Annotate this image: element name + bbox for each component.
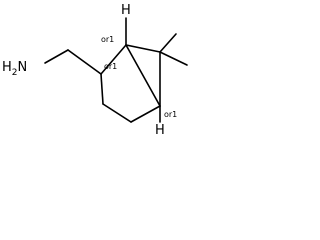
bond-nitrogen-methylene (44, 49, 69, 64)
bond-ring-left (100, 73, 104, 105)
stereo-label-bottom: or1 (164, 110, 177, 119)
amine-label-main: H (2, 60, 12, 75)
amine-label: H2N (2, 60, 27, 78)
bottom-hydrogen-label: H (155, 123, 165, 138)
skeletal-structure-diagram: H2N H H or1 or1 or1 (2, 3, 188, 138)
bond-methylene-ring (67, 49, 102, 75)
stereo-label-left: or1 (104, 62, 117, 71)
bond-ring-top (100, 44, 127, 75)
bond-methyl-right (159, 51, 188, 66)
bond-ring-bottom (130, 105, 161, 123)
bond-ring-lower-left (102, 103, 132, 123)
amine-label-tail: N (18, 60, 28, 75)
stereo-label-top: or1 (101, 35, 114, 44)
top-hydrogen-label: H (121, 3, 131, 18)
amine-label-subscript: 2 (12, 68, 18, 78)
bond-methyl-top-right (159, 33, 177, 53)
bond-bridgehead-upper-to-gem-dimethyl (125, 44, 161, 53)
bond-top-bridgehead-to-lower-bridgehead (125, 44, 161, 107)
